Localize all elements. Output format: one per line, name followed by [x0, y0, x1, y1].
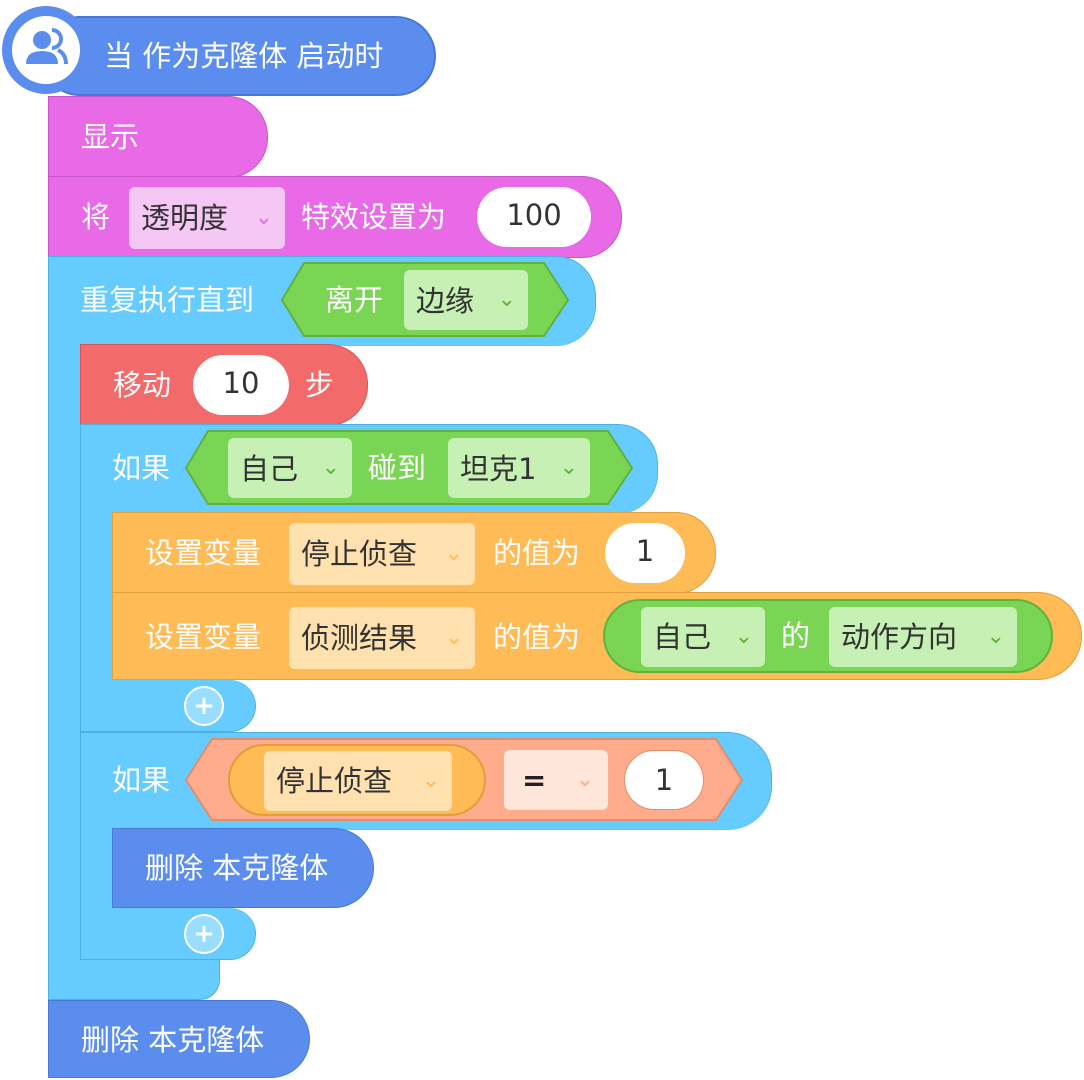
if-equals-bottom-cap — [80, 908, 256, 960]
show-label: 显示 — [81, 120, 140, 154]
variable-value-input-1[interactable]: 1 — [605, 523, 685, 583]
touching-verb-label: 碰到 — [368, 451, 427, 485]
sprite-property-reporter[interactable]: 自己 ⌄ 的 动作方向 ⌄ — [603, 599, 1053, 673]
move-steps-block[interactable]: 移动 10 步 — [80, 344, 368, 426]
delete-clone-block-inner[interactable]: 删除 本克隆体 — [112, 828, 374, 908]
compare-value-input[interactable]: 1 — [624, 750, 704, 810]
if-touching-label: 如果 — [112, 451, 171, 485]
set-effect-prefix: 将 — [81, 200, 111, 234]
show-block[interactable]: 显示 — [48, 96, 268, 178]
variable-reporter[interactable]: 停止侦查 ⌄ — [228, 744, 486, 816]
set-variable-block-2[interactable]: 设置变量 侦测结果 ⌄ 的值为 自己 ⌄ 的 动作方向 ⌄ — [112, 592, 1082, 680]
repeat-until-left-arm — [48, 330, 80, 970]
chevron-down-icon: ⌄ — [986, 624, 1005, 649]
variable-dropdown-1[interactable]: 停止侦查 ⌄ — [289, 523, 475, 585]
compare-variable-dropdown[interactable]: 停止侦查 ⌄ — [264, 751, 452, 811]
property-of-label: 的 — [781, 619, 811, 653]
chevron-down-icon: ⌄ — [321, 455, 340, 480]
set-variable-middle: 的值为 — [493, 620, 581, 654]
chevron-down-icon: ⌄ — [575, 767, 594, 792]
edge-condition-label: 离开 — [325, 283, 384, 317]
edge-target-dropdown[interactable]: 边缘 ⌄ — [404, 270, 528, 330]
when-clone-starts-hat-block[interactable]: 当 作为克隆体 启动时 — [40, 16, 436, 96]
chevron-down-icon: ⌄ — [497, 287, 516, 312]
chevron-down-icon: ⌄ — [734, 624, 753, 649]
chevron-down-icon: ⌄ — [444, 541, 463, 566]
hat-label: 当 作为克隆体 启动时 — [104, 39, 384, 73]
chevron-down-icon: ⌄ — [559, 455, 578, 480]
chevron-down-icon: ⌄ — [254, 205, 273, 230]
move-suffix: 步 — [305, 368, 335, 402]
delete-clone-block-outer[interactable]: 删除 本克隆体 — [48, 1000, 310, 1078]
plus-icon: + — [193, 919, 215, 949]
add-block-button-1[interactable]: + — [184, 686, 224, 726]
set-variable-prefix: 设置变量 — [145, 620, 262, 654]
touch-subject-dropdown[interactable]: 自己 ⌄ — [228, 438, 352, 498]
property-name-dropdown[interactable]: 动作方向 ⌄ — [829, 607, 1017, 667]
move-steps-input[interactable]: 10 — [193, 355, 289, 415]
property-subject-dropdown[interactable]: 自己 ⌄ — [641, 607, 765, 667]
clone-users-icon — [2, 6, 90, 94]
touch-target-dropdown[interactable]: 坦克1 ⌄ — [448, 438, 590, 498]
set-variable-prefix: 设置变量 — [145, 536, 262, 570]
effect-value-input[interactable]: 100 — [477, 187, 591, 247]
effect-dropdown[interactable]: 透明度 ⌄ — [129, 187, 285, 249]
add-block-button-2[interactable]: + — [184, 914, 224, 954]
plus-icon: + — [193, 691, 215, 721]
set-variable-block-1[interactable]: 设置变量 停止侦查 ⌄ 的值为 1 — [112, 512, 716, 594]
if-touching-bottom-cap — [80, 680, 256, 732]
set-effect-block[interactable]: 将 透明度 ⌄ 特效设置为 100 — [48, 176, 622, 258]
repeat-until-bottom-cap — [48, 958, 220, 1000]
repeat-until-label: 重复执行直到 — [80, 283, 255, 317]
set-variable-middle: 的值为 — [493, 536, 581, 570]
chevron-down-icon: ⌄ — [421, 768, 440, 793]
chevron-down-icon: ⌄ — [444, 625, 463, 650]
move-prefix: 移动 — [113, 368, 172, 402]
if-equals-label: 如果 — [112, 763, 171, 797]
set-effect-middle: 特效设置为 — [301, 200, 447, 234]
variable-dropdown-2[interactable]: 侦测结果 ⌄ — [289, 607, 475, 669]
delete-clone-label: 删除 本克隆体 — [145, 851, 329, 885]
delete-clone-label: 删除 本克隆体 — [81, 1023, 265, 1057]
operator-dropdown[interactable]: = ⌄ — [504, 750, 608, 810]
